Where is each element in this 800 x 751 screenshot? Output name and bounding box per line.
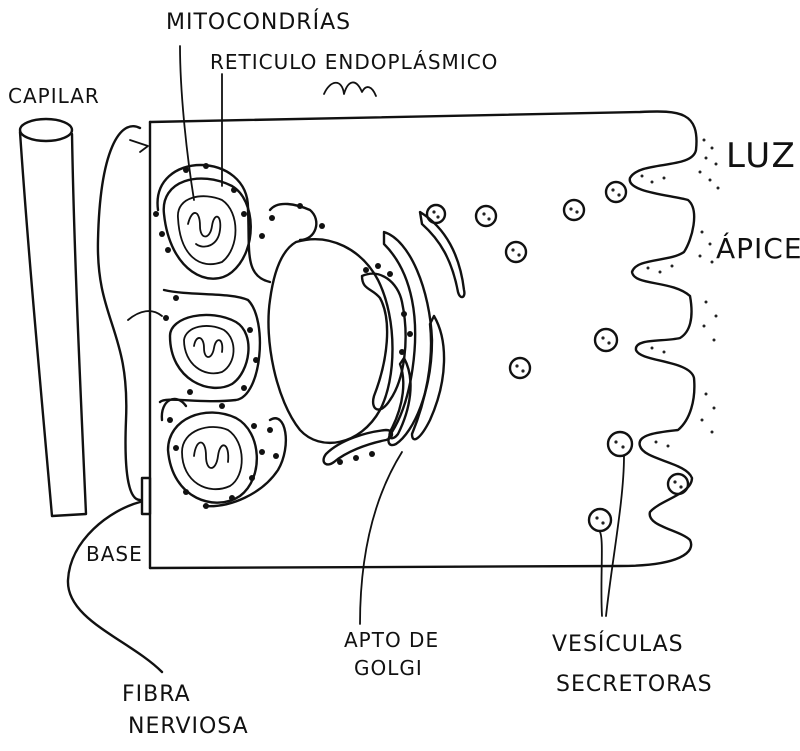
nucleus [268, 239, 392, 443]
capillary [20, 119, 86, 516]
label-nerviosa: NERVIOSA [128, 714, 249, 739]
label-capilar: CAPILAR [8, 84, 100, 108]
label-luz: LUZ [726, 136, 797, 176]
label-reticulo-endoplasmico: RETICULO ENDOPLÁSMICO [210, 50, 498, 74]
mitochondria-group [158, 165, 317, 506]
label-golgi-line2: GOLGI [354, 656, 423, 680]
golgi-apparatus [324, 212, 465, 464]
label-mitocondrias: MITOCONDRÍAS [166, 10, 351, 35]
apical-secretion [641, 139, 720, 448]
label-vesiculas-line1: VESÍCULAS [552, 632, 684, 657]
label-fibra: FIBRA [122, 682, 191, 707]
label-vesiculas-line2: SECRETORAS [556, 672, 713, 697]
label-base: BASE [86, 542, 143, 566]
label-apice: ÁPICE [716, 232, 800, 265]
label-golgi-line1: APTO DE [344, 628, 439, 652]
